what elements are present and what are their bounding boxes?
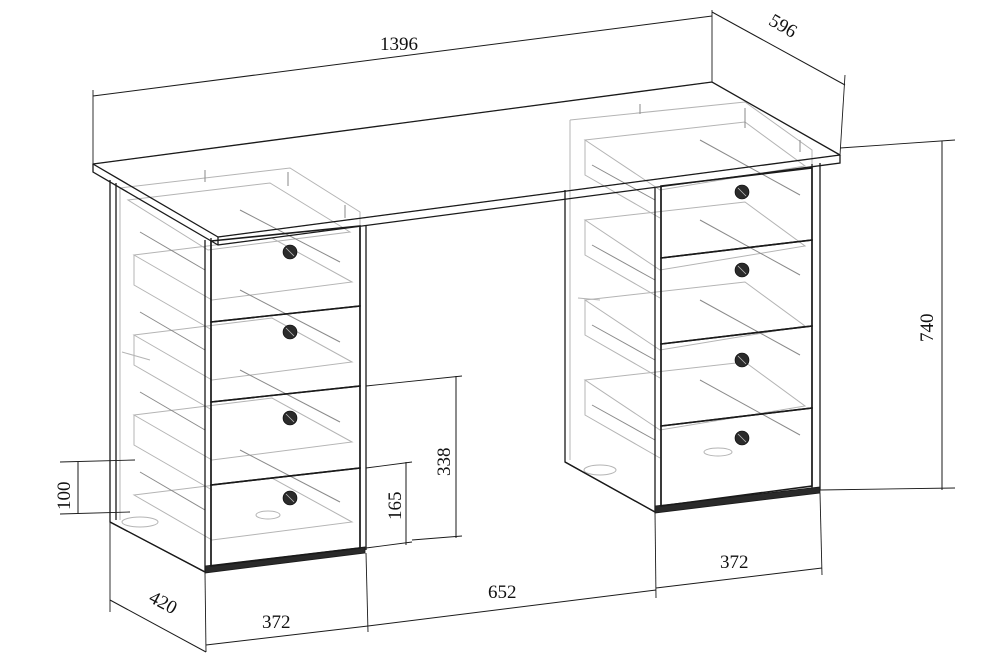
label-depth: 596 bbox=[765, 10, 800, 42]
dimension-right-pedestal: 372 bbox=[654, 492, 823, 599]
dimension-height: 740 bbox=[819, 139, 956, 491]
dimension-drawer-height-large: 338 bbox=[365, 375, 463, 541]
dimension-depth: 596 bbox=[711, 10, 846, 156]
label-right-pedestal: 372 bbox=[720, 552, 749, 573]
label-plinth-height: 100 bbox=[54, 482, 75, 511]
right-drawer-front-4 bbox=[660, 407, 813, 507]
dimension-overall-width: 1396 bbox=[92, 10, 713, 164]
dimension-knee-space: 652 bbox=[365, 552, 657, 633]
hidden-drawer-boxes-left bbox=[119, 167, 361, 548]
dimension-left-pedestal: 372 bbox=[204, 572, 369, 653]
label-overall-width: 1396 bbox=[380, 34, 418, 55]
dimension-pedestal-depth: 420 bbox=[109, 522, 207, 653]
label-pedestal-depth: 420 bbox=[145, 587, 180, 619]
label-height: 740 bbox=[917, 314, 938, 343]
desk-top bbox=[91, 81, 842, 246]
label-knee-space: 652 bbox=[488, 582, 517, 603]
dimension-plinth-height: 100 bbox=[54, 459, 136, 515]
right-drawer-front-1 bbox=[660, 167, 813, 259]
label-drawer-height-small: 165 bbox=[385, 492, 406, 521]
label-drawer-height-large: 338 bbox=[434, 448, 455, 477]
label-left-pedestal: 372 bbox=[262, 612, 291, 633]
right-pedestal bbox=[564, 163, 821, 514]
left-drawer-front-4 bbox=[210, 467, 361, 567]
hidden-drawer-boxes-right bbox=[569, 101, 813, 480]
dimension-drawer-height-small: 165 bbox=[365, 461, 413, 549]
